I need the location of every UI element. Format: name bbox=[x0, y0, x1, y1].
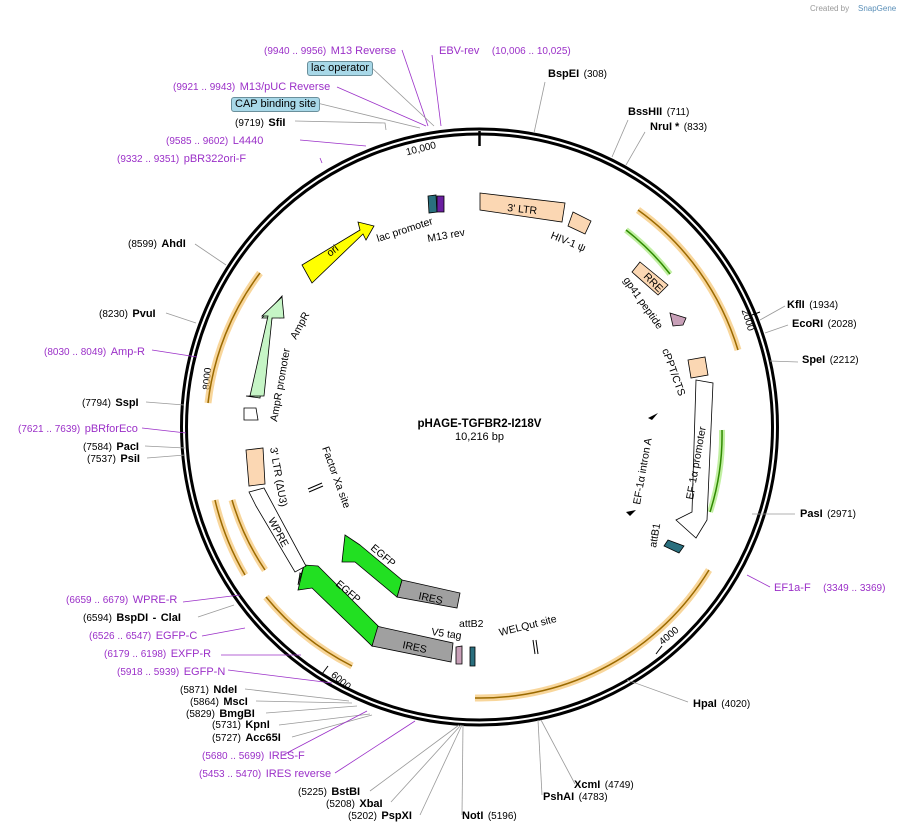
svg-text:Factor Xa site: Factor Xa site bbox=[319, 445, 352, 510]
svg-text:AmpR promoter: AmpR promoter bbox=[268, 347, 293, 423]
enzyme-hpai: HpaI (4020) bbox=[693, 698, 751, 710]
svg-text:HIV-1 ψ: HIV-1 ψ bbox=[549, 230, 587, 255]
tick-mark-2000 bbox=[751, 311, 761, 316]
enzyme-pasi: PasI (2971) bbox=[800, 508, 856, 520]
feature-lac-promoter: lac promoter M13 rev bbox=[375, 194, 467, 245]
primer-pbrforeco: (7621 .. 7639) pBRforEco bbox=[18, 423, 138, 435]
enzyme-bsshii: BssHII (711) bbox=[628, 106, 690, 118]
primer-egfp-n: (5918 .. 5939) EGFP-N bbox=[117, 666, 226, 678]
enzyme-nrui: NruI * (833) bbox=[650, 121, 708, 133]
svg-text:attB2: attB2 bbox=[459, 618, 484, 630]
lac-operator-leader bbox=[371, 67, 435, 127]
enzyme-pvui: (8230) PvuI bbox=[99, 308, 156, 320]
svg-text:WELQut site: WELQut site bbox=[498, 613, 558, 639]
cap-site-leader bbox=[316, 102, 421, 129]
svg-text:M13 rev: M13 rev bbox=[426, 226, 466, 245]
primer-m13-puc-reverse: (9921 .. 9943) M13/pUC Reverse bbox=[173, 81, 331, 93]
plasmid-length: 10,216 bp bbox=[455, 431, 504, 443]
primer-ebv-rev: EBV-rev (10,006 .. 10,025) bbox=[439, 45, 571, 57]
primer-ef1a-f: EF1a-F (3349 .. 3369) bbox=[774, 582, 886, 594]
enzyme-spei: SpeI (2212) bbox=[802, 354, 859, 366]
feature-ampr: AmpR AmpR promoter bbox=[243, 294, 313, 423]
watermark-prefix: Created by bbox=[810, 4, 849, 13]
feature-egfp-2: EGFP bbox=[297, 564, 379, 647]
primer-ires-reverse: (5453 .. 5470) IRES reverse bbox=[199, 768, 332, 780]
tick-mark-4000 bbox=[655, 645, 663, 655]
enzyme-sfii: (9719) SfiI bbox=[235, 117, 286, 129]
enzyme-ahdi: (8599) AhdI bbox=[128, 238, 186, 250]
enzyme-noti: NotI (5196) bbox=[462, 810, 517, 822]
primer-leaders bbox=[141, 49, 771, 774]
enzyme-paci: (7584) PacI bbox=[83, 441, 139, 453]
enzyme-xbai: (5208) XbaI bbox=[326, 798, 383, 810]
primer-l4440: (9585 .. 9602) L4440 bbox=[166, 135, 264, 147]
feature-factor-xa: Factor Xa site bbox=[307, 445, 353, 510]
svg-text:lac promoter: lac promoter bbox=[375, 215, 435, 245]
enzyme-kpni: (5731) KpnI bbox=[212, 719, 270, 731]
feature-ef1a-promoter: EF-1α promoter bbox=[675, 379, 714, 539]
svg-text:ori: ori bbox=[324, 243, 341, 260]
feature-ires-1: IRES bbox=[396, 579, 461, 609]
watermark-brand: SnapGene bbox=[858, 4, 897, 13]
svg-text:3' LTR: 3' LTR bbox=[507, 202, 538, 217]
cap-binding-site-box: CAP binding site bbox=[231, 97, 321, 112]
feature-attb1: attB1 bbox=[647, 522, 685, 554]
feature-egfp-1: EGFP bbox=[341, 534, 403, 598]
orf-arcs bbox=[204, 207, 742, 702]
enzyme-leaders bbox=[144, 81, 799, 816]
enzyme-acc65i: (5727) Acc65I bbox=[212, 732, 281, 744]
feature-attb2: attB2 bbox=[459, 618, 484, 667]
svg-text:IRES: IRES bbox=[417, 590, 443, 607]
enzyme-kfli: KflI (1934) bbox=[787, 299, 839, 311]
enzyme-ecori: EcoRI (2028) bbox=[792, 318, 857, 330]
lac-operator-box: lac operator bbox=[307, 61, 374, 76]
enzyme-psii: (7537) PsiI bbox=[87, 453, 140, 465]
svg-text:V5 tag: V5 tag bbox=[431, 626, 463, 642]
svg-text:EF-1α intron A: EF-1α intron A bbox=[631, 437, 655, 505]
plasmid-name: pHAGE-TGFBR2-I218V bbox=[418, 418, 542, 430]
svg-text:cPPT/CTS: cPPT/CTS bbox=[659, 347, 687, 398]
enzyme-bstbi: (5225) BstBI bbox=[298, 786, 361, 798]
enzyme-msci: (5864) MscI bbox=[190, 696, 248, 708]
feature-ori: ori bbox=[301, 221, 375, 284]
tick-mark-6000 bbox=[321, 665, 329, 675]
feature-ef1a-intron: EF-1α intron A bbox=[626, 413, 658, 516]
primer-m13-reverse: (9940 .. 9956) M13 Reverse bbox=[264, 45, 397, 57]
feature-welqut: WELQut site bbox=[498, 613, 558, 655]
enzyme-bmgbi: (5829) BmgBI bbox=[186, 708, 255, 720]
svg-text:attB1: attB1 bbox=[647, 522, 663, 548]
primer-exfp-r: (6179 .. 6198) EXFP-R bbox=[104, 648, 212, 660]
enzyme-pspxi: (5202) PspXI bbox=[348, 810, 412, 822]
primer-amp-r: (8030 .. 8049) Amp-R bbox=[44, 346, 145, 358]
svg-text:AmpR: AmpR bbox=[288, 310, 312, 342]
svg-text:IRES: IRES bbox=[401, 639, 427, 656]
feature-v5tag: V5 tag bbox=[431, 626, 463, 665]
primer-pbr322ori-f: (9332 .. 9351) pBR322ori-F bbox=[117, 153, 247, 165]
primer-ires-f: (5680 .. 5699) IRES-F bbox=[202, 750, 305, 762]
enzyme-xcmi: XcmI (4749) bbox=[574, 779, 634, 791]
enzyme-bspei: BspEI (308) bbox=[548, 68, 607, 80]
svg-text:3' LTR (ΔU3): 3' LTR (ΔU3) bbox=[267, 446, 289, 507]
feature-3ltr: 3' LTR bbox=[479, 192, 566, 223]
enzyme-sspi: (7794) SspI bbox=[82, 397, 139, 409]
enzyme-pshai: PshAI (4783) bbox=[543, 791, 608, 803]
primer-egfp-c: (6526 .. 6547) EGFP-C bbox=[89, 630, 198, 642]
enzyme-ndei: (5871) NdeI bbox=[180, 684, 238, 696]
enzyme-clai: (6594) BspDI - ClaI bbox=[83, 612, 181, 624]
primer-wpre-r: (6659 .. 6679) WPRE-R bbox=[66, 594, 178, 606]
backbone-outer bbox=[180, 127, 779, 727]
